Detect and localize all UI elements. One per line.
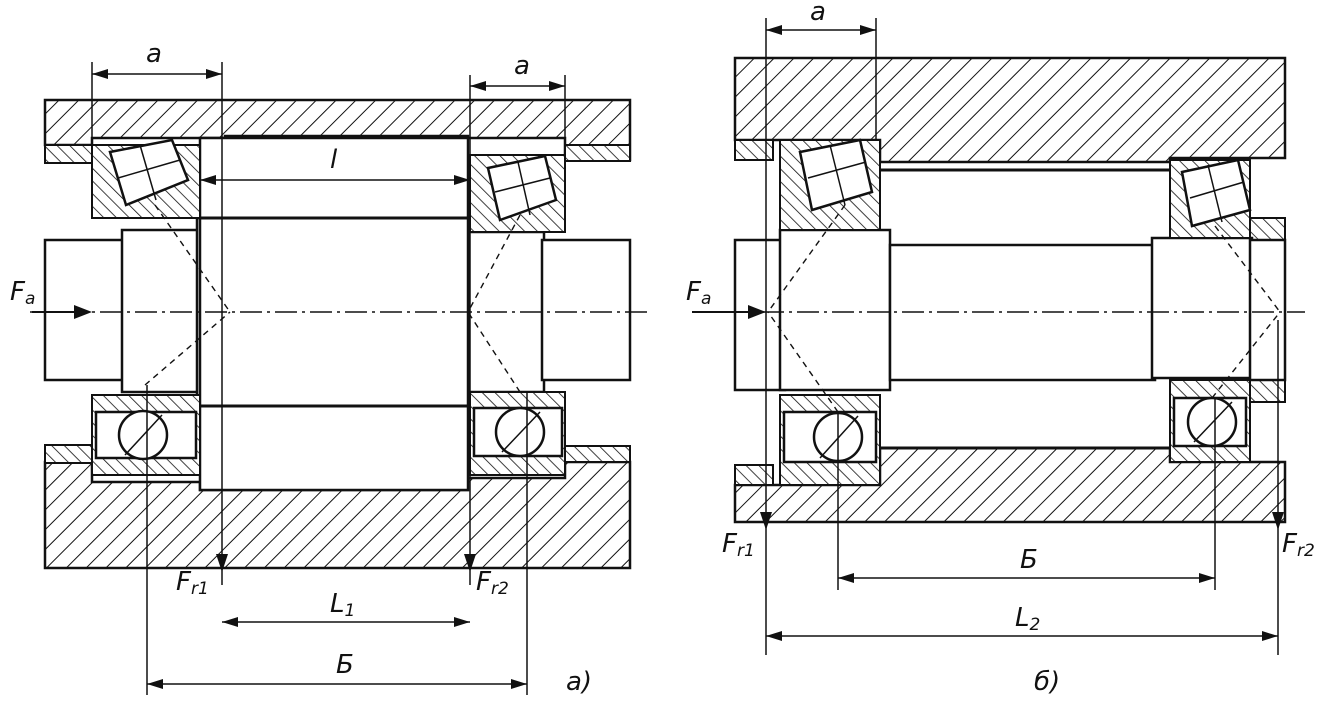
cover-right-top-a — [564, 144, 631, 162]
dim-a-label-b: a — [810, 0, 826, 27]
ball-bearing-a — [91, 394, 201, 476]
shaft-shoulder-left-b — [778, 228, 892, 392]
ball-bearing-b — [779, 394, 881, 486]
tapered-roller-bearing-b-right — [1169, 158, 1252, 239]
tapered-roller-bearing-a-right — [469, 154, 566, 233]
cover-right-top-b — [1249, 217, 1286, 241]
cover-right-bottom-a — [564, 445, 631, 463]
force-axial-label-a: Fa — [10, 277, 35, 309]
cover-left-bottom-a — [44, 444, 93, 464]
force-r1-label-b: Fr1 — [722, 529, 755, 561]
dim-B-label-b: Б — [1020, 545, 1038, 575]
cover-right-bottom-b — [1249, 379, 1286, 403]
figure-b: Fa a Fr1 Fr2 Б L2 б) — [686, 0, 1315, 697]
dim-B-label-a: Б — [336, 650, 354, 680]
cover-left-top-b — [734, 139, 774, 161]
dim-L2-label: L2 — [1015, 603, 1040, 635]
shaft-end-right-a — [540, 238, 632, 382]
tapered-roller-bearing-a — [91, 138, 201, 219]
force-r1-label-a: Fr1 — [176, 567, 209, 599]
ball-bearing-b-right — [1169, 379, 1251, 463]
caption-b: б) — [1034, 667, 1060, 697]
shaft-end-right-b — [1248, 238, 1287, 382]
dim-L1-label: L1 — [330, 589, 355, 621]
shaft-shoulder-right-b — [1150, 236, 1254, 380]
force-r2-label-a: Fr2 — [476, 567, 509, 599]
tapered-roller-bearing-b — [779, 138, 881, 231]
dim-a-right-label: a — [514, 51, 530, 81]
caption-a: а) — [566, 667, 592, 697]
shaft-shoulder-left-a — [120, 228, 202, 394]
cover-left-top-a — [44, 144, 93, 164]
ball-bearing-a-right — [469, 391, 566, 476]
force-r2-label-b: Fr2 — [1282, 529, 1315, 561]
gear-hub-a — [198, 136, 470, 492]
dim-l-label: l — [330, 145, 338, 175]
figure-a: Fa a a l Fr1 Fr2 L1 — [10, 39, 648, 697]
dim-a-left-label: a — [146, 39, 162, 69]
shaft-end-left-b — [733, 238, 787, 392]
cover-left-bottom-b — [734, 464, 774, 486]
force-axial-label-b: Fa — [686, 277, 711, 309]
